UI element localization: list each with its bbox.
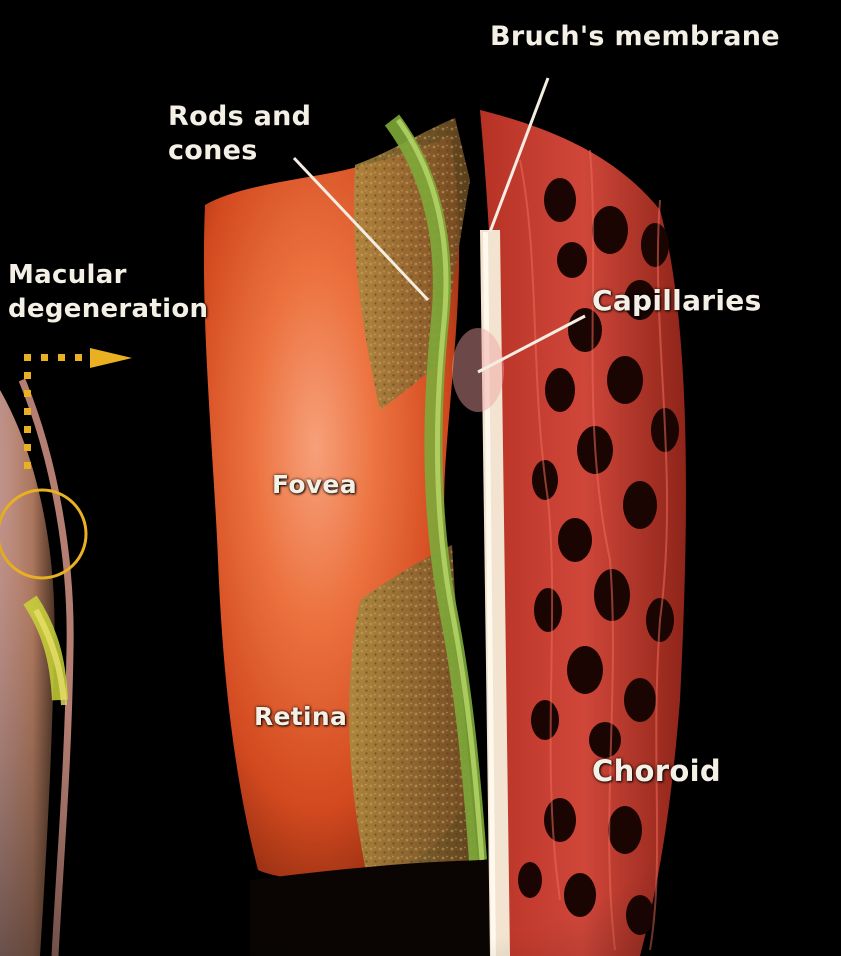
macular-line2: degeneration	[8, 292, 208, 326]
retina-text: Retina	[254, 700, 347, 734]
bruchs-membrane-label: Bruch's membrane	[490, 20, 780, 54]
retina-label: Retina	[254, 700, 347, 734]
choroid-text: Choroid	[592, 754, 721, 788]
macular-line1: Macular	[8, 258, 208, 292]
capillaries-label: Capillaries	[592, 284, 762, 318]
capillaries-text: Capillaries	[592, 284, 762, 318]
fovea-text: Fovea	[272, 468, 357, 502]
rods-and-cones-label: Rods and cones	[168, 100, 311, 168]
macular-degeneration-label: Macular degeneration	[8, 258, 208, 326]
rods-and-cones-line2: cones	[168, 134, 311, 168]
bruchs-membrane-text: Bruch's membrane	[490, 20, 780, 54]
rods-and-cones-line1: Rods and	[168, 100, 311, 134]
fovea-label: Fovea	[272, 468, 357, 502]
choroid-label: Choroid	[592, 754, 721, 788]
